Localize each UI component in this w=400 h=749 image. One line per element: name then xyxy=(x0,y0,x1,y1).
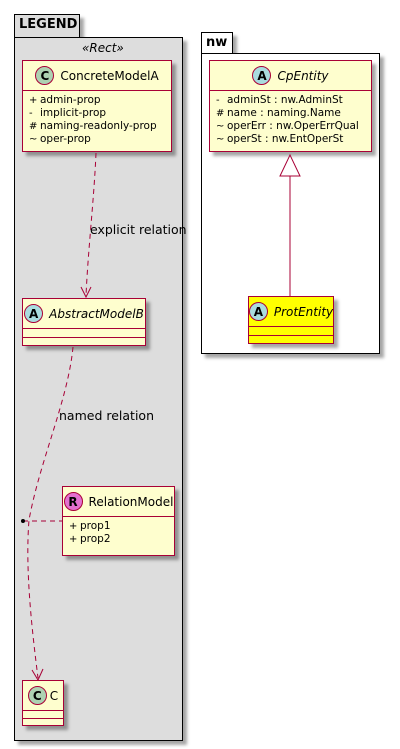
legend-package-stereotype: «Rect» xyxy=(82,41,124,55)
visibility-icon: ~ xyxy=(216,134,225,145)
attribute-text: operSt : nw.EntOperSt xyxy=(227,133,344,145)
explicit-relation-label: explicit relation xyxy=(90,222,187,237)
attribute-text: prop1 xyxy=(80,520,111,532)
attribute-row: # naming-readonly-prop xyxy=(29,120,165,133)
attribute-text: operErr : nw.OperErrQual xyxy=(227,120,359,132)
legend-package-tab: LEGEND xyxy=(14,14,80,38)
attribute-row: ~ operSt : nw.EntOperSt xyxy=(216,133,365,146)
attribute-text: naming-readonly-prop xyxy=(40,120,157,132)
explicit-relation-edge xyxy=(85,152,97,297)
visibility-icon: # xyxy=(216,108,225,119)
class-name: AbstractModelB xyxy=(49,306,144,321)
explicit-relation-arrowhead xyxy=(80,286,92,299)
class-header: C ConcreteModelA xyxy=(23,61,171,91)
abstract-badge-icon: A xyxy=(24,304,44,323)
class-attributes: - adminSt : nw.AdminSt # name : naming.N… xyxy=(210,91,371,149)
class-separator xyxy=(249,335,333,336)
class-relation-model[interactable]: R RelationModel + prop1 + prop2 xyxy=(62,486,175,556)
nw-package-title: nw xyxy=(206,35,228,50)
class-prot-entity[interactable]: A ProtEntity xyxy=(248,296,334,344)
abstract-badge-icon: A xyxy=(252,66,272,85)
attribute-text: adminSt : nw.AdminSt xyxy=(227,94,343,106)
class-separator xyxy=(23,337,145,338)
attribute-text: name : naming.Name xyxy=(227,107,341,119)
named-relation-label: named relation xyxy=(59,408,154,423)
attribute-row: + prop1 xyxy=(69,520,168,533)
relation-badge-icon: R xyxy=(63,492,83,511)
visibility-icon: + xyxy=(29,95,38,106)
class-abstract-model-b[interactable]: A AbstractModelB xyxy=(22,298,146,346)
class-cp-entity[interactable]: A CpEntity - adminSt : nw.AdminSt # name… xyxy=(209,60,372,152)
class-name: ConcreteModelA xyxy=(60,68,159,83)
attribute-text: prop2 xyxy=(80,533,111,545)
visibility-icon: # xyxy=(29,121,38,132)
attribute-row: # name : naming.Name xyxy=(216,107,365,120)
class-concrete-model-a[interactable]: C ConcreteModelA + admin-prop - implicit… xyxy=(22,60,172,152)
visibility-icon: + xyxy=(69,521,78,532)
class-badge-icon: C xyxy=(35,66,55,85)
generalization-arrowhead xyxy=(279,153,301,177)
attribute-row: ~ oper-prop xyxy=(29,133,165,146)
class-header: A AbstractModelB xyxy=(23,299,145,329)
attribute-row: + admin-prop xyxy=(29,94,165,107)
class-badge-icon: C xyxy=(27,686,47,705)
class-attributes: + prop1 + prop2 xyxy=(63,517,174,549)
visibility-icon: - xyxy=(216,95,220,106)
visibility-icon: ~ xyxy=(29,134,38,145)
class-header: A ProtEntity xyxy=(248,297,334,327)
legend-package-title: LEGEND xyxy=(19,17,78,32)
attribute-row: ~ operErr : nw.OperErrQual xyxy=(216,120,365,133)
visibility-icon: - xyxy=(29,108,33,119)
attribute-text: implicit-prop xyxy=(40,107,107,119)
attribute-row: - adminSt : nw.AdminSt xyxy=(216,94,365,107)
class-header: R RelationModel xyxy=(63,487,174,517)
class-separator xyxy=(23,718,63,719)
attribute-row: + prop2 xyxy=(69,533,168,546)
class-header: C C xyxy=(23,681,63,711)
class-attributes: + admin-prop - implicit-prop # naming-re… xyxy=(23,91,171,149)
visibility-icon: + xyxy=(69,534,78,545)
class-c[interactable]: C C xyxy=(22,680,64,726)
visibility-icon: ~ xyxy=(216,121,225,132)
nw-package-tab: nw xyxy=(201,32,233,54)
class-name: CpEntity xyxy=(277,68,329,83)
class-name: C xyxy=(49,688,59,703)
named-relation-edge xyxy=(27,346,74,679)
class-name: ProtEntity xyxy=(273,304,334,319)
attribute-text: admin-prop xyxy=(40,94,101,106)
abstract-badge-icon: A xyxy=(248,302,268,321)
named-relation-arrowhead xyxy=(31,668,44,682)
class-name: RelationModel xyxy=(88,494,174,509)
attribute-text: oper-prop xyxy=(40,133,91,145)
attribute-row: - implicit-prop xyxy=(29,107,165,120)
association-point xyxy=(21,519,25,523)
legend-package-body xyxy=(14,37,183,741)
class-header: A CpEntity xyxy=(210,61,371,91)
